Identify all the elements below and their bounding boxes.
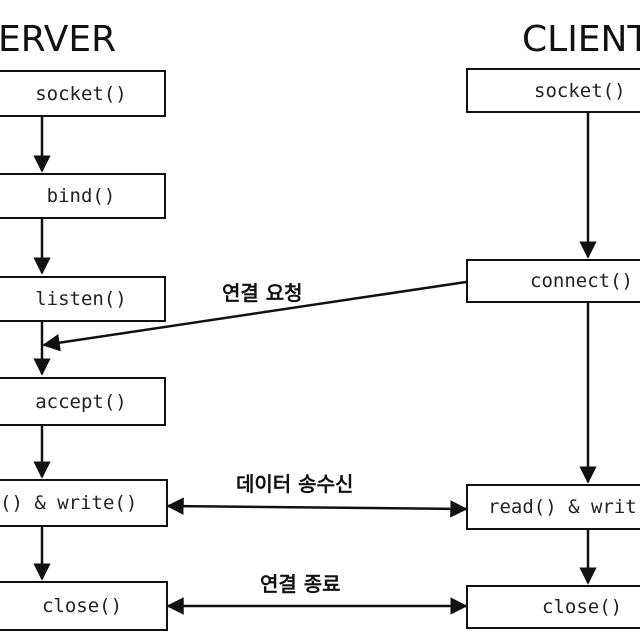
connect-request-arrow bbox=[42, 280, 467, 352]
client-close-label: close() bbox=[542, 596, 623, 618]
client-socket-box: socket() bbox=[466, 68, 640, 113]
client-read-write-box: read() & writ bbox=[466, 484, 640, 530]
server-close-label: close() bbox=[41, 595, 123, 617]
server-read-write-label: () & write() bbox=[0, 492, 138, 514]
server-bind-box: bind() bbox=[0, 173, 166, 219]
server-socket-label: socket() bbox=[35, 82, 127, 105]
client-connect-box: connect() bbox=[466, 259, 640, 303]
server-listen-box: listen() bbox=[0, 276, 166, 322]
client-socket-label: socket() bbox=[534, 79, 626, 102]
client-close-box: close() bbox=[466, 585, 640, 629]
server-read-write-box: () & write() bbox=[0, 479, 168, 527]
server-bind-label: bind() bbox=[46, 185, 116, 207]
connect-request-label: 연결 요청 bbox=[222, 281, 303, 305]
server-listen-label: listen() bbox=[35, 288, 127, 310]
connection-close-label: 연결 종료 bbox=[260, 572, 341, 596]
client-title: CLIENT bbox=[522, 19, 640, 60]
server-accept-label: accept() bbox=[35, 390, 127, 413]
server-close-box: close() bbox=[0, 581, 168, 631]
server-accept-box: accept() bbox=[0, 377, 166, 426]
server-title: ERVER bbox=[0, 19, 117, 60]
client-connect-label: connect() bbox=[530, 270, 633, 292]
client-read-write-label: read() & writ bbox=[488, 496, 637, 518]
data-exchange-arrow bbox=[166, 497, 468, 518]
data-exchange-label: 데이터 송수신 bbox=[236, 472, 354, 496]
server-socket-box: socket() bbox=[0, 70, 166, 117]
